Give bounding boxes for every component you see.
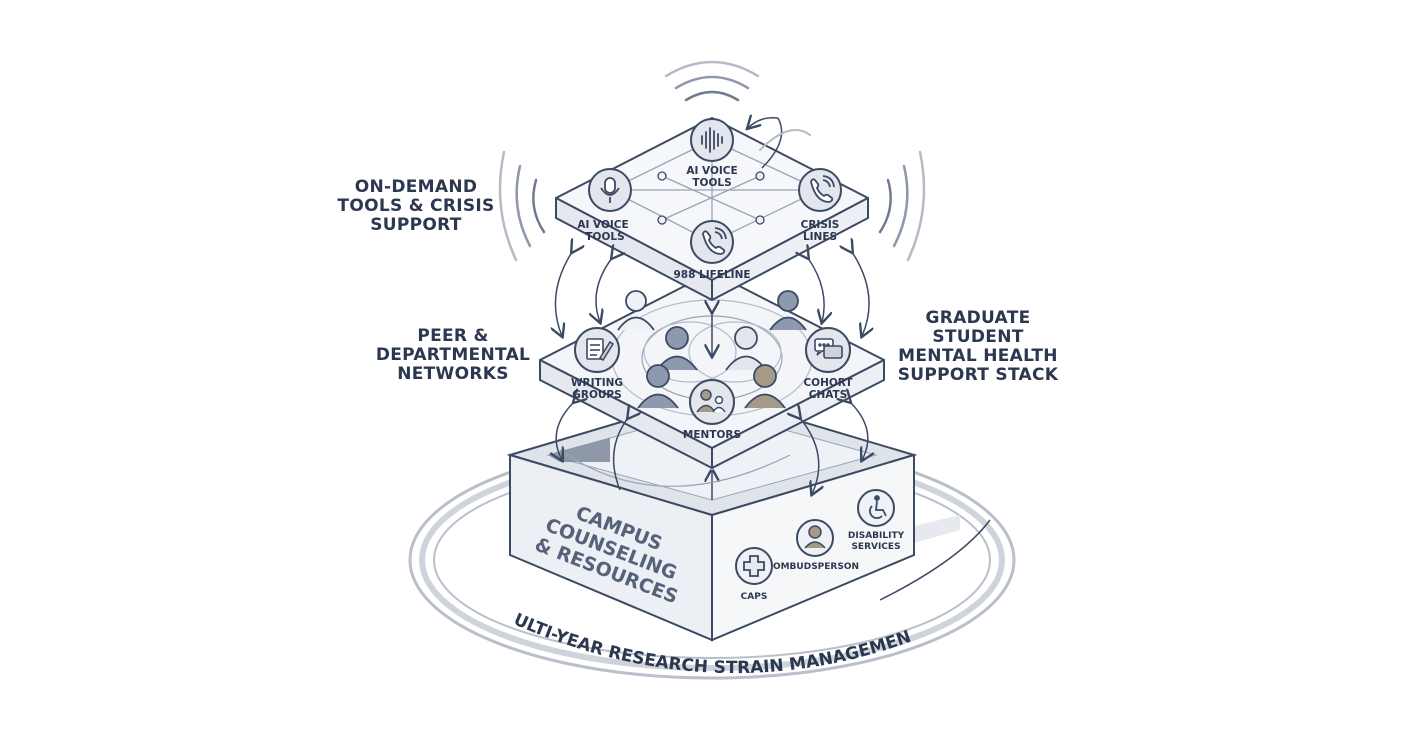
chat-bubbles-icon xyxy=(814,338,843,359)
document-pen-icon xyxy=(586,338,615,362)
phone-icon xyxy=(810,175,835,203)
node-label-caps: CAPS xyxy=(741,592,768,602)
base-node-ombudsperson xyxy=(796,519,834,557)
middle-node-mentors xyxy=(689,379,735,425)
person-icon xyxy=(696,389,726,413)
waveform-icon xyxy=(701,127,723,153)
node-label-ombudsperson: OMBUDSPERSON xyxy=(773,562,859,572)
top-node-crisis xyxy=(798,168,842,212)
middle-node-writing xyxy=(574,327,620,373)
top-node-988 xyxy=(690,220,734,264)
layer-connectors xyxy=(555,252,869,494)
person-icon xyxy=(804,525,826,549)
person-icon xyxy=(637,364,679,409)
plus-icon xyxy=(743,555,765,577)
base-node-disability xyxy=(857,489,895,527)
top-node-ai-voice-left xyxy=(588,168,632,212)
microphone-icon xyxy=(600,177,620,203)
top-node-ai-voice-top xyxy=(690,118,734,162)
peer-figures xyxy=(617,290,807,409)
wheelchair-icon xyxy=(869,495,887,519)
node-label-mentors: MENTORS xyxy=(683,429,741,441)
phone-icon xyxy=(702,227,727,255)
person-icon xyxy=(617,290,655,331)
base-node-caps xyxy=(735,547,773,585)
top-layer xyxy=(555,118,869,301)
middle-node-cohort xyxy=(805,327,851,373)
person-icon xyxy=(744,364,786,409)
signal-waves xyxy=(498,60,926,262)
node-label-988: 988 LIFELINE xyxy=(673,269,750,281)
